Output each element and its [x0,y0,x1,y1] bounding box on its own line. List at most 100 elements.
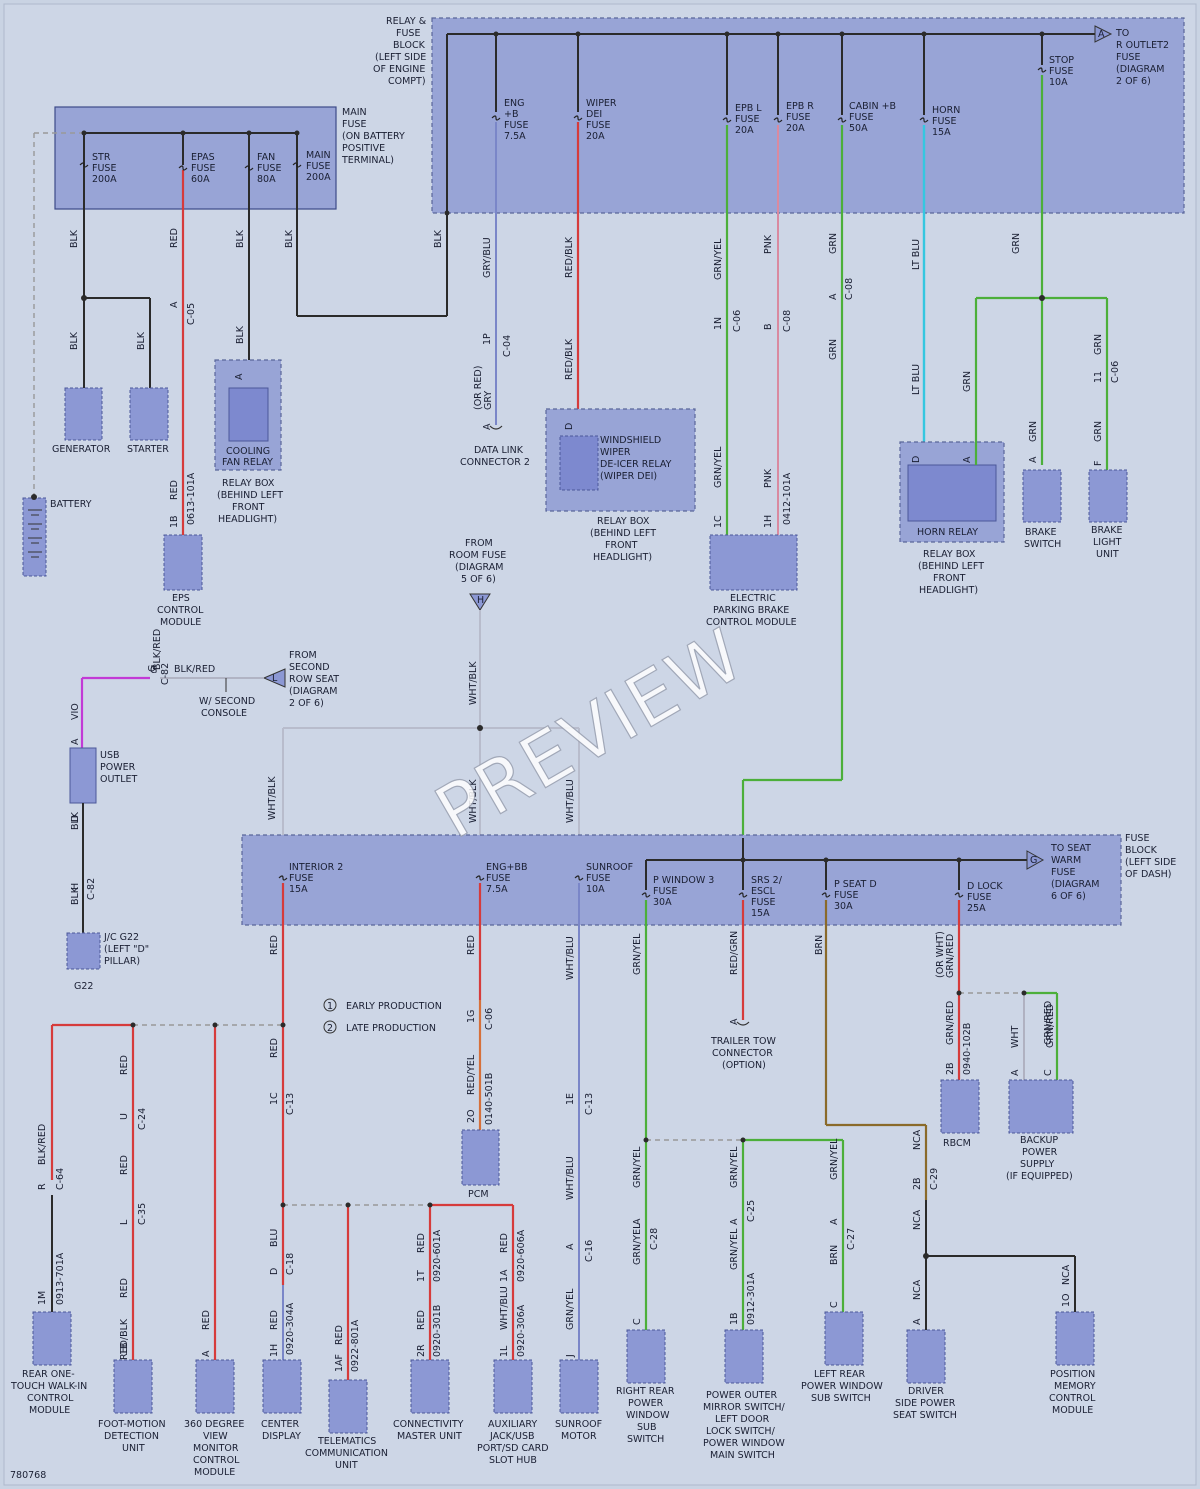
generator-label: GENERATOR [52,444,111,455]
wire-label: GRN [828,339,839,360]
wire-label: BLK [70,811,81,830]
connector-label: 1T [416,1270,427,1282]
mirror-switch [724,1329,764,1384]
wire-label: RED/YEL [466,1054,477,1095]
connector-label: C-06 [732,310,743,332]
wire-label: PNK [763,468,774,488]
wire-label: RED/GRN [729,931,740,975]
wire-label: RED [119,1055,130,1075]
wire-label: GRN/RED [1043,1001,1054,1045]
wire-label: VIO [70,703,81,720]
svg-text:1: 1 [327,1001,333,1012]
connector-label: D [70,815,81,822]
connector-label: 1C [713,515,724,528]
foot-motion-unit [113,1359,153,1414]
ref-h-marker [469,593,491,611]
wire-label: BLK [136,331,147,350]
svg-text:BLK/RED: BLK/RED [174,664,215,675]
connector-label: 0913-701A [55,1252,66,1305]
connector-label: A [962,456,973,463]
wire-label: GRN [828,233,839,254]
connector-label: C-27 [846,1228,857,1250]
generator [64,387,103,441]
wire-label: BLK [69,229,80,248]
wire-label: WHT/BLU [565,1156,576,1200]
connector-label: C-25 [746,1200,757,1222]
wire-label: BLK [235,229,246,248]
windshield-wiper-relay [559,435,599,491]
wire-label: RED/BLK [564,236,575,278]
connector-label: 1AF [334,1354,345,1372]
battery-label: BATTERY [50,499,92,510]
connector-label: 2B [912,1177,923,1190]
wire-label: GRN [1093,421,1104,442]
or-red-label: (OR RED)GRY [473,366,494,410]
diagram-id: 780768 [10,1470,46,1481]
wire-label: RED [334,1325,345,1345]
horn-relay [907,464,997,522]
wire-label: WHT/BLK [468,779,479,823]
connector-label: J [565,1354,576,1358]
brake-light-unit [1088,469,1128,523]
connector-label: A [1010,1069,1021,1076]
view360-module [195,1359,235,1414]
svg-text:2: 2 [327,1023,333,1034]
wire-label: GRN/YEL [729,1228,740,1270]
wire-label: GRY/BLU [482,237,493,278]
wire-label: GRN [1093,334,1104,355]
wire-label: RED [269,935,280,955]
wire-label: GRN [1011,233,1022,254]
connector-label: C-08 [782,310,793,332]
usb-power-outlet [69,747,97,804]
wire-label: PNK [763,234,774,254]
wire-label: LT BLU [911,364,922,395]
connector-label: 0912-301A [746,1272,757,1325]
connector-label: 0920-606A [516,1229,527,1282]
connector-label: 1A [499,1269,510,1282]
connector-label: 1B [729,1312,740,1325]
backup-power-supply [1008,1079,1074,1134]
g22-label: G22 [74,981,93,992]
connector-label: C-13 [285,1093,296,1115]
connector-label: D [269,1268,280,1275]
wire-label: BLK/RED [152,629,163,670]
wire-label: RED/BLK [564,338,575,380]
position-memory-module [1055,1311,1095,1366]
connector-label: A [1028,456,1039,463]
jc-g22-label: J/C G22(LEFT "D"PILLAR) [103,932,149,967]
connector-label: C-82 [160,663,171,685]
wire-label: NCA [912,1279,923,1300]
connector-label: 0920-601A [432,1229,443,1282]
main-fuse-block [54,106,337,210]
connector-label: 0922-801A [350,1319,361,1372]
wire-label: RED [201,1310,212,1330]
wire-label: BLK [433,229,444,248]
wire-label: GRN/YEL [729,1146,740,1188]
rbcm-label: RBCM [943,1138,971,1149]
connector-label: A [70,738,81,745]
